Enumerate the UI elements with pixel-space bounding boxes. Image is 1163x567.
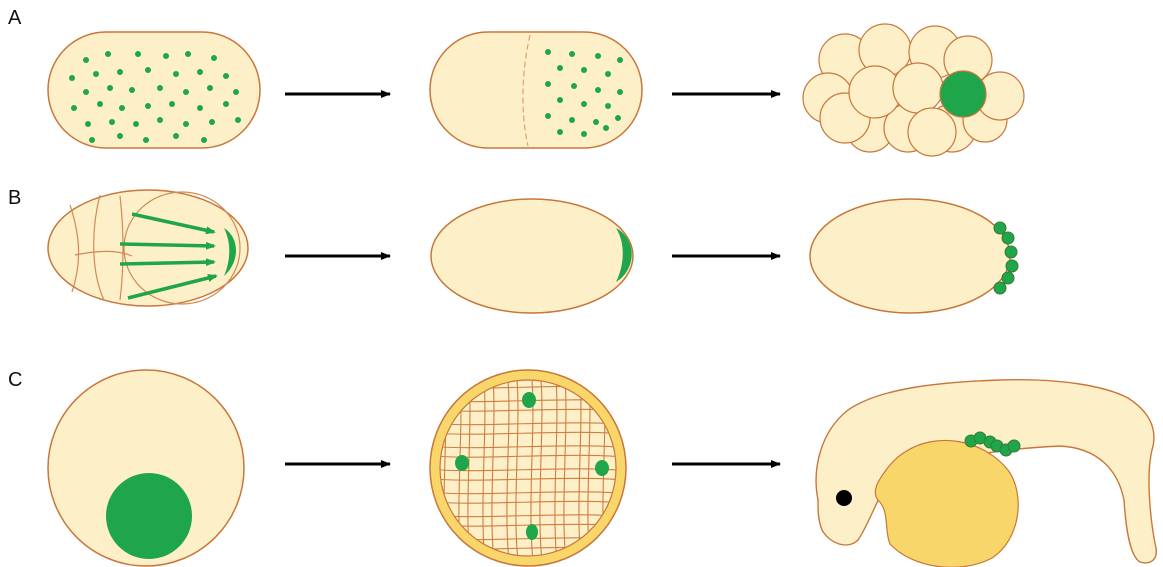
row-a-stage-1-egg xyxy=(48,32,260,148)
row-a-stage-3-cleavage-embryo xyxy=(803,24,1024,156)
row-c-stage-2-cleavage xyxy=(430,370,626,566)
row-b-stage-1-oocyte xyxy=(48,190,248,306)
row-b-stage-2-egg xyxy=(431,199,633,313)
row-c-stage-3-embryo xyxy=(816,380,1156,567)
row-c-stage-1-egg xyxy=(48,370,244,566)
row-b-stage-3-pole-cells xyxy=(810,199,1018,313)
row-a-stage-2-two-cell xyxy=(430,32,642,148)
